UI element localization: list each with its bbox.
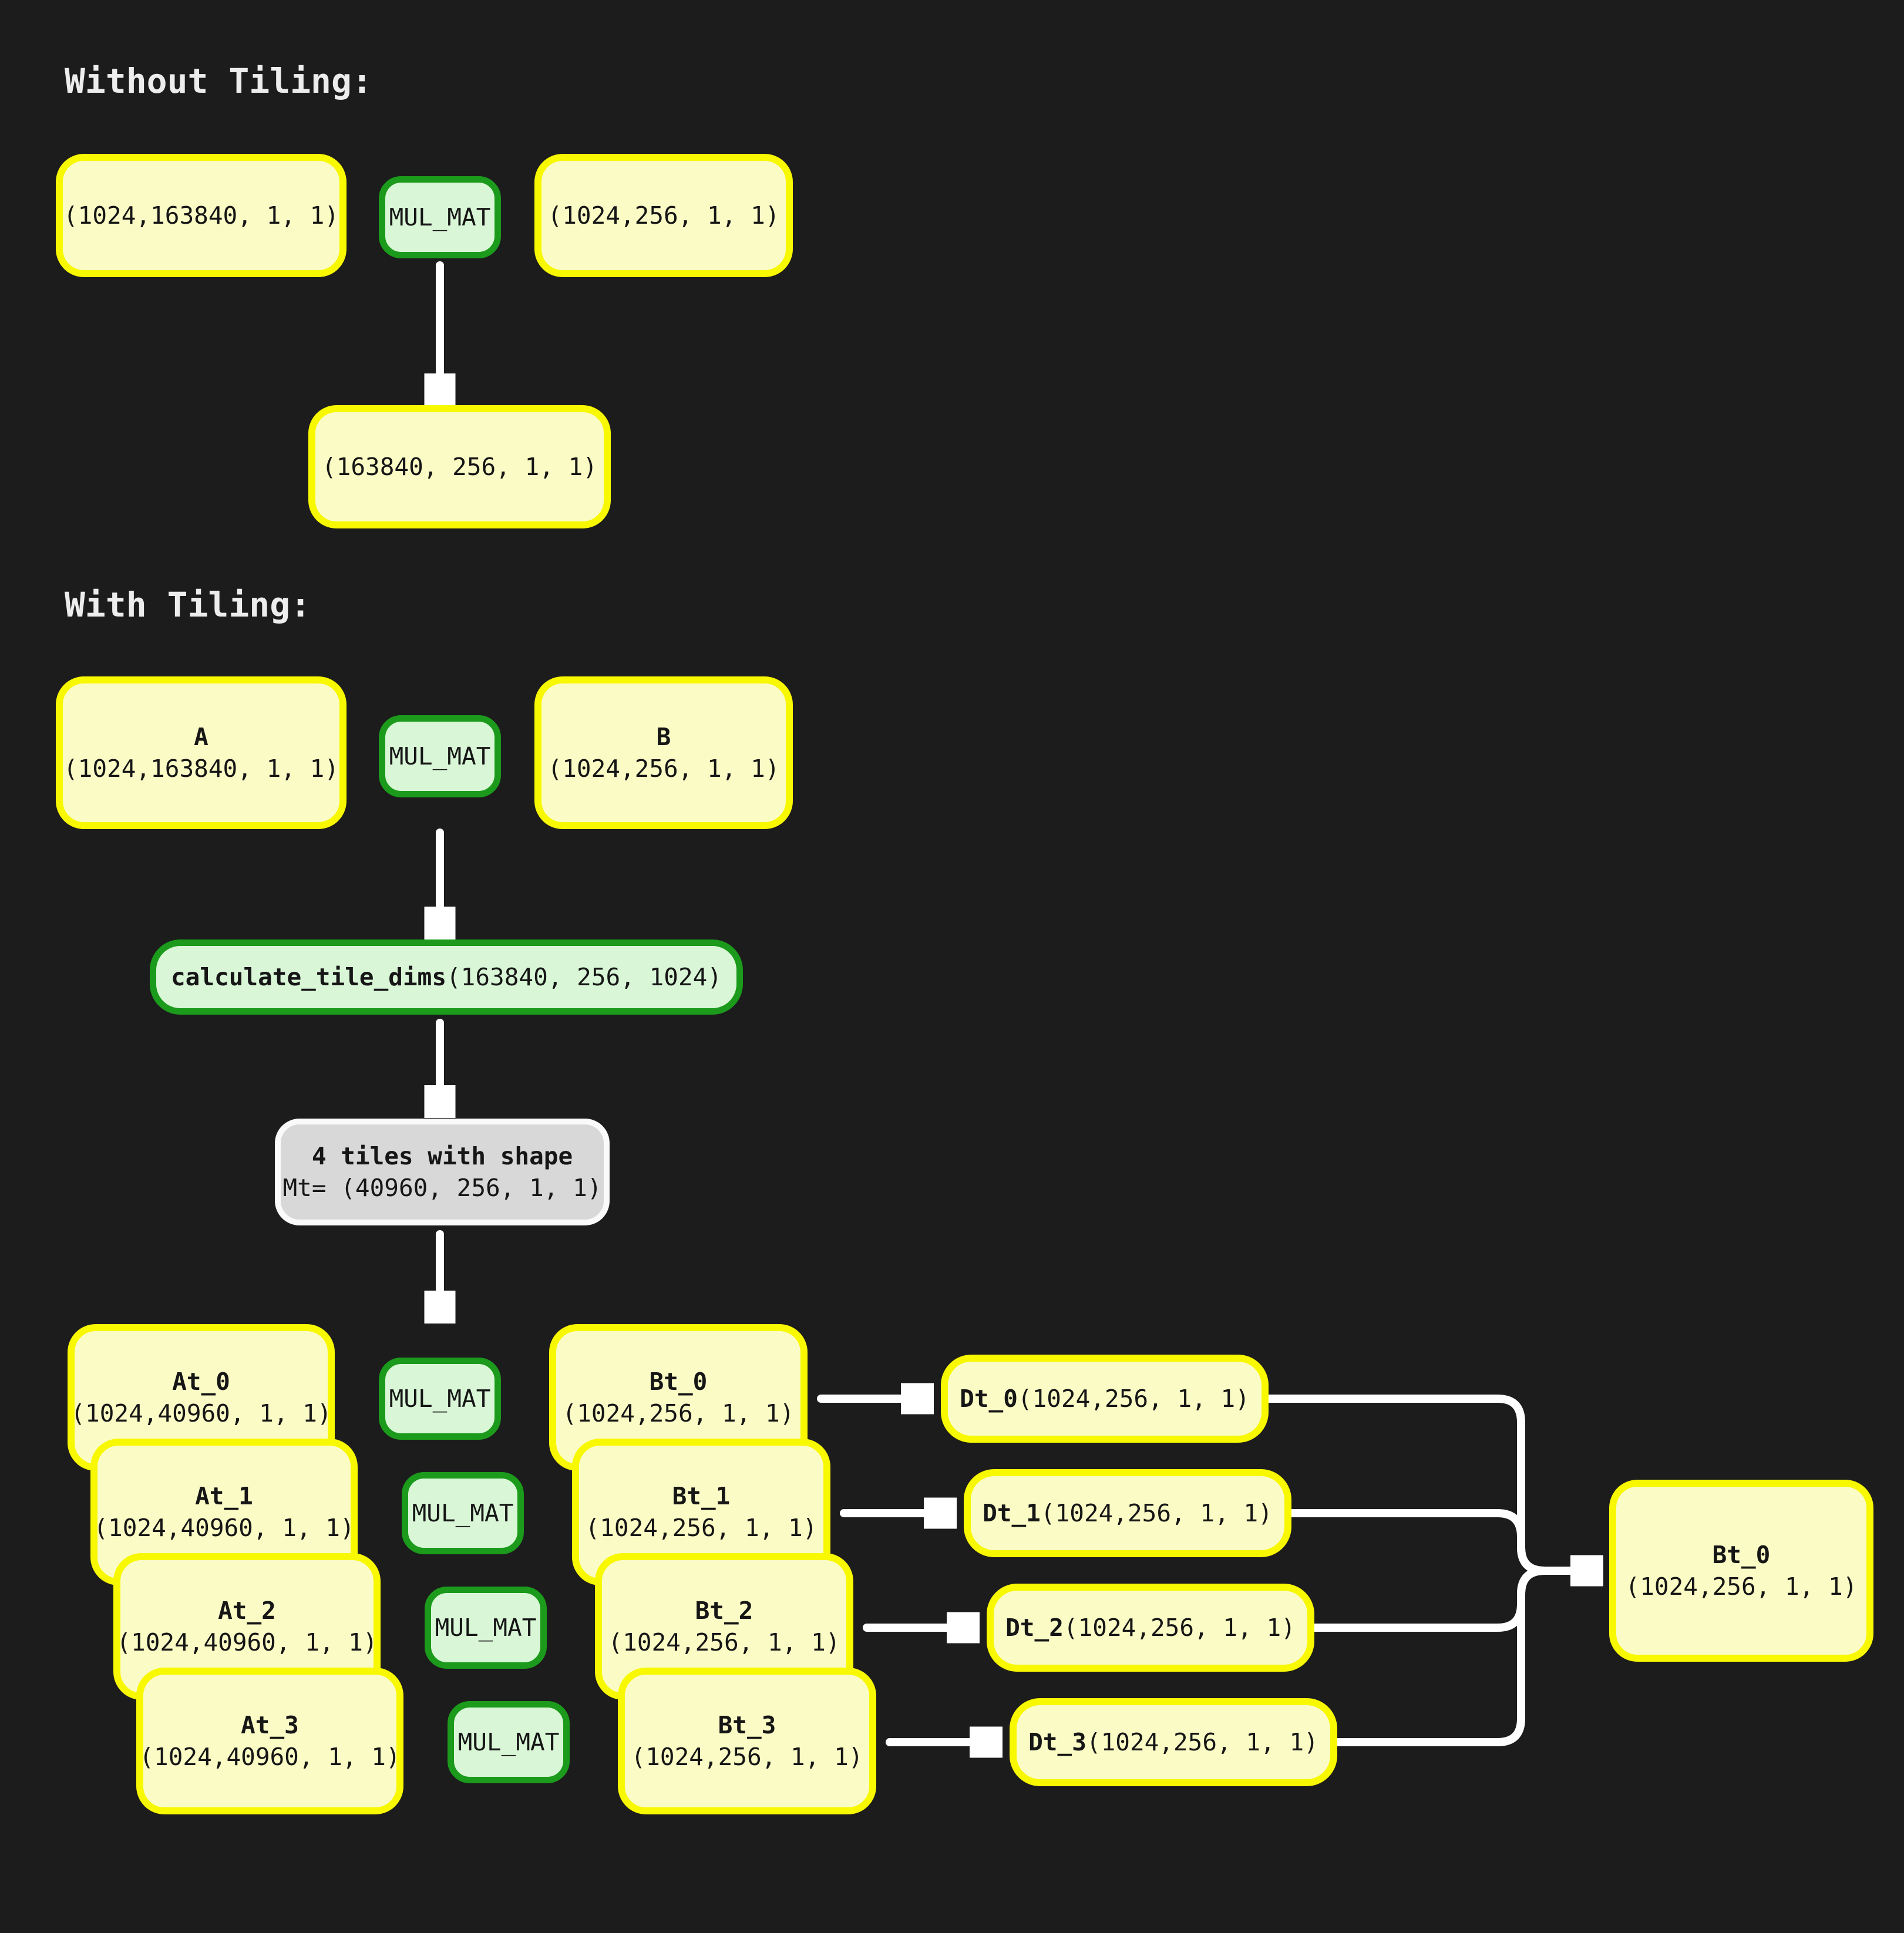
connector-dt1 <box>1287 1509 1555 1575</box>
calc-tile-dims-call: calculate_tile_dims (163840, 256, 1024) <box>150 939 743 1015</box>
tensor-merged-result: Bt_0 (1024,256, 1, 1) <box>1609 1480 1873 1662</box>
tiles-info-note: 4 tiles with shape Mt= (40960, 256, 1, 1… <box>275 1119 610 1225</box>
tensor-dt3: Dt_3 (1024,256, 1, 1) <box>1010 1698 1337 1786</box>
tensor-name: At_0 <box>172 1368 230 1396</box>
tiles-info-line2: Mt= (40960, 256, 1, 1) <box>282 1174 602 1202</box>
tensor-name: At_2 <box>218 1597 276 1625</box>
tiles-info-line1: 4 tiles with shape <box>311 1142 573 1170</box>
tensor-dims: (1024,40960, 1, 1) <box>93 1514 355 1542</box>
tensor-name: Bt_0 <box>649 1368 708 1396</box>
tensor-name: Dt_1 <box>983 1499 1041 1527</box>
op-label: MUL_MAT <box>389 1385 491 1413</box>
op-label: MUL_MAT <box>435 1614 537 1642</box>
function-args: (163840, 256, 1024) <box>446 963 722 991</box>
op-mul-mat-tile0: MUL_MAT <box>379 1358 501 1440</box>
op-mul-mat-tile2: MUL_MAT <box>425 1587 547 1669</box>
section-title-with-tiling: With Tiling: <box>65 585 311 625</box>
tensor-dims: (1024,256, 1, 1) <box>585 1514 818 1542</box>
section-title-without-tiling: Without Tiling: <box>65 61 372 101</box>
tensor-name: Dt_3 <box>1028 1728 1086 1756</box>
tensor-name: Dt_0 <box>960 1385 1018 1413</box>
tensor-name: At_1 <box>195 1482 253 1510</box>
tensor-name: Dt_2 <box>1005 1614 1064 1642</box>
tensor-dims: (163840, 256, 1, 1) <box>322 453 597 481</box>
tensor-dims: (1024,256, 1, 1) <box>1625 1572 1858 1601</box>
tensor-dims: (1024,256, 1, 1) <box>1086 1728 1318 1756</box>
tensor-name: Bt_0 <box>1712 1541 1771 1569</box>
tensor-dims: (1024,256, 1, 1) <box>547 755 780 783</box>
tensor-name: Bt_2 <box>695 1597 753 1625</box>
tensor-dims: (1024,256, 1, 1) <box>1063 1614 1296 1642</box>
function-name: calculate_tile_dims <box>171 963 446 991</box>
tensor-dt1: Dt_1 (1024,256, 1, 1) <box>964 1469 1291 1557</box>
tensor-dims: (1024,256, 1, 1) <box>608 1628 840 1656</box>
tensor-dims: (1024,40960, 1, 1) <box>70 1399 332 1427</box>
tensor-name: Bt_1 <box>672 1482 731 1510</box>
connector-dt0 <box>1264 1395 1555 1575</box>
tensor-input-b: (1024,256, 1, 1) <box>534 154 793 277</box>
tensor-dt0: Dt_0 (1024,256, 1, 1) <box>941 1355 1269 1443</box>
op-label: MUL_MAT <box>389 742 491 770</box>
tensor-dims: (1024,256, 1, 1) <box>631 1743 863 1771</box>
tensor-dims: (1024,256, 1, 1) <box>1017 1385 1250 1413</box>
tensor-name: B <box>656 723 671 751</box>
tensor-at3: At_3 (1024,40960, 1, 1) <box>136 1668 403 1814</box>
connector-dt3 <box>1333 1567 1555 1746</box>
tensor-b: B (1024,256, 1, 1) <box>534 676 793 829</box>
tensor-bt3: Bt_3 (1024,256, 1, 1) <box>618 1668 876 1814</box>
op-mul-mat: MUL_MAT <box>379 715 501 797</box>
op-mul-mat-tile1: MUL_MAT <box>402 1472 524 1554</box>
connector-dt2 <box>1310 1567 1555 1632</box>
tensor-a: A (1024,163840, 1, 1) <box>56 676 347 829</box>
tensor-dims: (1024,256, 1, 1) <box>547 201 780 230</box>
op-mul-mat: MUL_MAT <box>379 176 501 258</box>
tensor-result: (163840, 256, 1, 1) <box>308 405 611 528</box>
op-mul-mat-tile3: MUL_MAT <box>448 1701 570 1783</box>
tensor-name: Bt_3 <box>718 1711 776 1739</box>
op-label: MUL_MAT <box>389 203 491 231</box>
tensor-name: A <box>194 723 208 751</box>
tensor-dims: (1024,40960, 1, 1) <box>139 1743 401 1771</box>
tensor-dims: (1024,40960, 1, 1) <box>116 1628 378 1656</box>
tensor-dt2: Dt_2 (1024,256, 1, 1) <box>987 1584 1314 1672</box>
op-label: MUL_MAT <box>458 1728 560 1756</box>
tensor-dims: (1024,256, 1, 1) <box>562 1399 795 1427</box>
tensor-dims: (1024,163840, 1, 1) <box>63 201 339 230</box>
tensor-input-a: (1024,163840, 1, 1) <box>56 154 347 277</box>
tensor-name: At_3 <box>241 1711 299 1739</box>
tensor-dims: (1024,256, 1, 1) <box>1040 1499 1273 1527</box>
tensor-dims: (1024,163840, 1, 1) <box>63 755 339 783</box>
op-label: MUL_MAT <box>412 1499 514 1527</box>
